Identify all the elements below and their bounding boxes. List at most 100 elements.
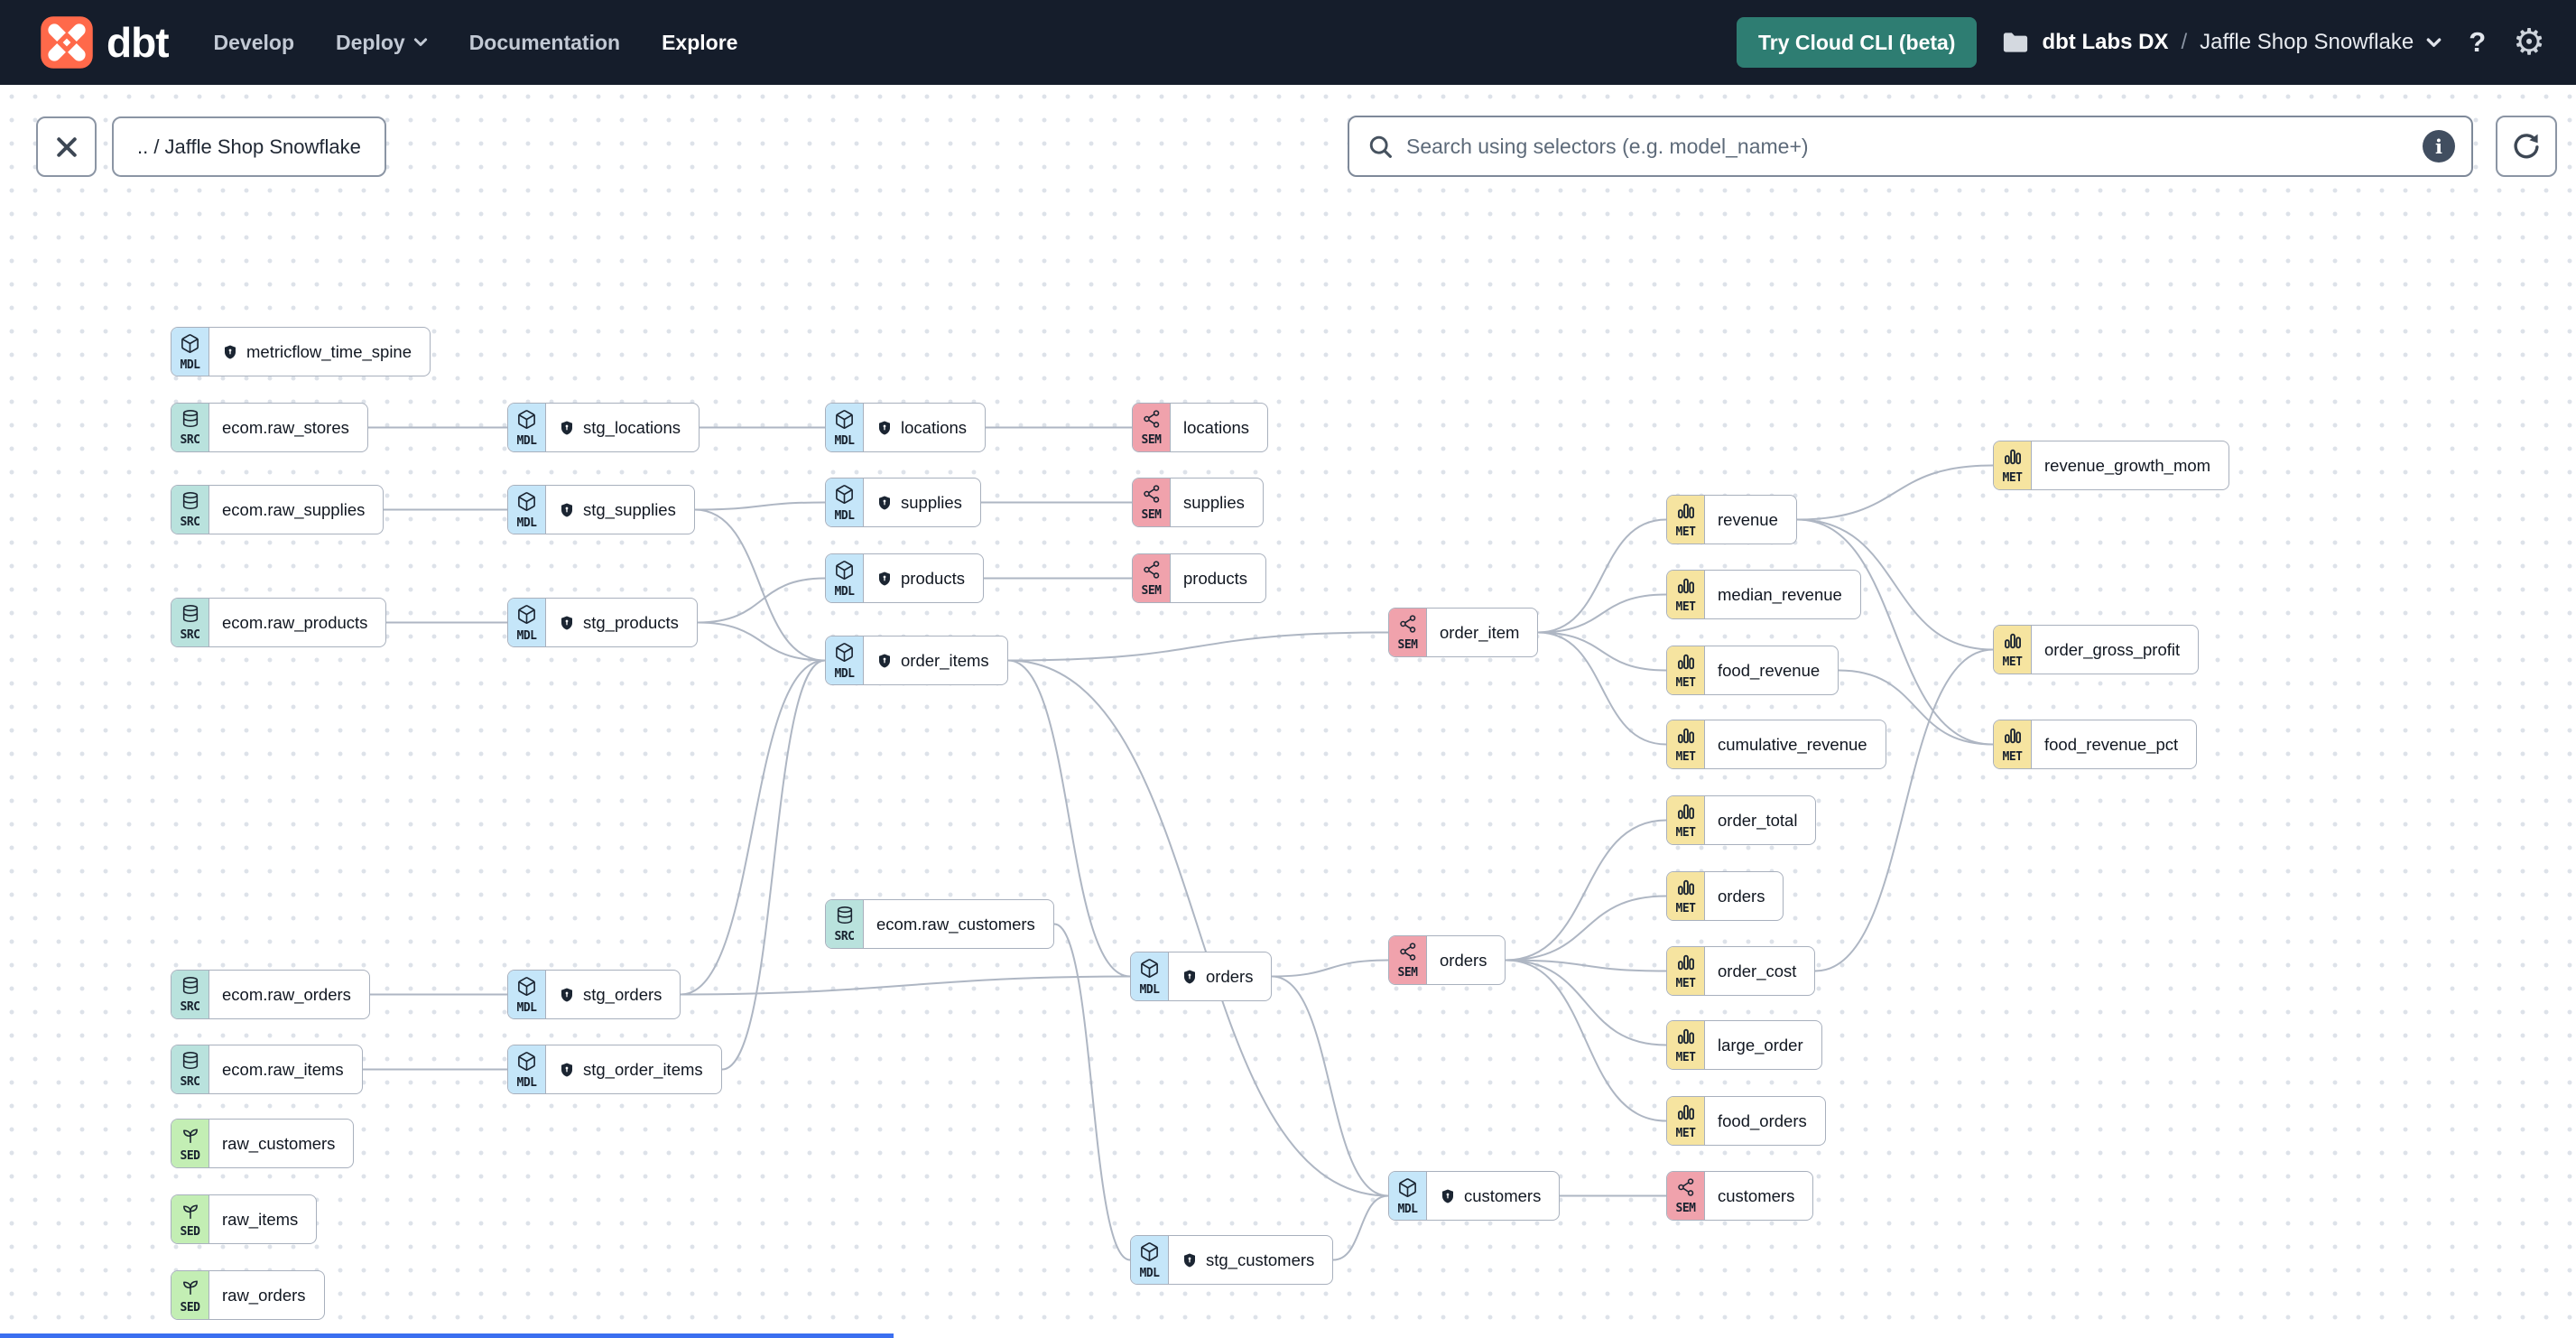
graph-node-stg_supplies[interactable]: MDL stg_supplies bbox=[507, 485, 695, 534]
close-button[interactable] bbox=[36, 116, 97, 177]
node-body: ecom.raw_orders bbox=[209, 971, 369, 1018]
nav-item-explore[interactable]: Explore bbox=[662, 30, 738, 54]
share-network-icon bbox=[1398, 942, 1418, 966]
shield-icon bbox=[1181, 1252, 1198, 1268]
refresh-icon bbox=[2514, 134, 2539, 159]
search-input[interactable] bbox=[1406, 134, 2410, 159]
graph-node-order_items[interactable]: MDL order_items bbox=[825, 636, 1008, 685]
account-project-selector[interactable]: dbt Labs DX / Jaffle Shop Snowflake bbox=[2002, 30, 2442, 55]
graph-node-stg_customers[interactable]: MDL stg_customers bbox=[1130, 1235, 1334, 1285]
graph-node-orders_mdl[interactable]: MDL orders bbox=[1130, 952, 1273, 1001]
graph-node-stg_order_items[interactable]: MDL stg_order_items bbox=[507, 1045, 722, 1094]
graph-node-metricflow_time_spine[interactable]: MDL metricflow_time_spine bbox=[171, 327, 431, 376]
node-label: order_gross_profit bbox=[2044, 639, 2181, 659]
node-body: orders bbox=[1705, 872, 1783, 920]
node-body: order_total bbox=[1705, 796, 1815, 844]
node-body: stg_locations bbox=[546, 404, 699, 451]
node-type-label: MET bbox=[2002, 655, 2023, 669]
search-bar: i bbox=[1348, 116, 2473, 177]
node-body: ecom.raw_products bbox=[209, 599, 385, 646]
help-button[interactable]: ? bbox=[2469, 26, 2487, 58]
brand[interactable]: dbt bbox=[40, 15, 170, 70]
node-body: raw_customers bbox=[209, 1120, 353, 1167]
node-body: food_revenue_pct bbox=[2032, 720, 2196, 768]
node-type-badge: MET bbox=[1667, 1097, 1705, 1145]
breadcrumb[interactable]: .. / Jaffle Shop Snowflake bbox=[112, 116, 386, 177]
chevron-down-icon bbox=[413, 38, 427, 46]
cube-icon bbox=[834, 484, 855, 509]
graph-node-locations_mdl[interactable]: MDL locations bbox=[825, 403, 987, 452]
try-cloud-cli-button[interactable]: Try Cloud CLI (beta) bbox=[1736, 17, 1978, 68]
bar-chart-icon bbox=[1676, 952, 1696, 977]
nav-item-develop[interactable]: Develop bbox=[213, 30, 294, 54]
graph-node-customers_mdl[interactable]: MDL customers bbox=[1388, 1171, 1561, 1221]
info-icon[interactable]: i bbox=[2423, 130, 2455, 163]
node-label: ecom.raw_customers bbox=[876, 914, 1035, 934]
node-type-label: SEM bbox=[1675, 1202, 1696, 1215]
node-type-label: MDL bbox=[516, 516, 537, 530]
node-body: order_items bbox=[864, 636, 1007, 684]
gear-icon[interactable]: ⚙ bbox=[2513, 23, 2545, 62]
cube-icon bbox=[1139, 1241, 1160, 1267]
node-type-label: SRC bbox=[180, 1075, 200, 1089]
graph-node-stg_locations[interactable]: MDL stg_locations bbox=[507, 403, 700, 452]
graph-node-stg_products[interactable]: MDL stg_products bbox=[507, 598, 698, 647]
node-body: ecom.raw_supplies bbox=[209, 486, 383, 534]
node-type-badge: SEM bbox=[1667, 1172, 1705, 1220]
node-type-badge: SEM bbox=[1133, 479, 1171, 526]
node-label: raw_orders bbox=[222, 1285, 306, 1305]
project-name: Jaffle Shop Snowflake bbox=[2200, 30, 2414, 54]
node-label: ecom.raw_supplies bbox=[222, 499, 366, 519]
chevron-down-icon bbox=[2426, 37, 2442, 47]
graph-node-products_mdl[interactable]: MDL products bbox=[825, 553, 984, 603]
graph-node-supplies_mdl[interactable]: MDL supplies bbox=[825, 478, 981, 527]
account-name: dbt Labs DX bbox=[2042, 30, 2169, 54]
nav-item-deploy[interactable]: Deploy bbox=[336, 31, 428, 55]
search-icon bbox=[1369, 135, 1392, 158]
database-icon bbox=[181, 491, 200, 516]
graph-node-stg_orders[interactable]: MDL stg_orders bbox=[507, 970, 681, 1019]
node-label: revenue_growth_mom bbox=[2044, 455, 2211, 475]
graph-node-order_gross_profit[interactable]: MET order_gross_profit bbox=[1993, 625, 2200, 674]
cube-icon bbox=[1397, 1177, 1418, 1203]
node-label: raw_customers bbox=[222, 1133, 336, 1153]
shield-icon bbox=[876, 653, 893, 669]
node-type-label: MDL bbox=[834, 433, 855, 448]
node-body: orders bbox=[1427, 936, 1505, 984]
refresh-button[interactable] bbox=[2496, 116, 2557, 177]
node-label: ecom.raw_orders bbox=[222, 984, 351, 1004]
nav-item-documentation[interactable]: Documentation bbox=[468, 30, 621, 54]
cube-icon bbox=[516, 409, 537, 434]
scrollbar-horizontal[interactable] bbox=[0, 1333, 894, 1338]
node-type-badge: MDL bbox=[826, 479, 864, 526]
sprout-icon bbox=[181, 1201, 200, 1225]
